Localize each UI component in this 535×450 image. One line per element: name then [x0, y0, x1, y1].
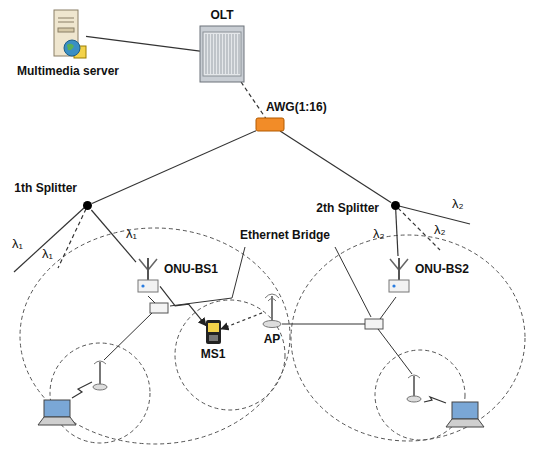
ethernet-wire [104, 313, 152, 360]
awg-box-shape [256, 118, 284, 131]
ethernet-wire [378, 329, 412, 374]
node-label-wrap: MS1 [201, 347, 226, 362]
label-wrap: λ₂ [452, 196, 464, 211]
wavelength-label: λ₂ [452, 196, 464, 211]
olt-chassis-shape [200, 26, 244, 82]
link-connector [396, 210, 398, 256]
wireless-link [72, 382, 92, 398]
access-point-icon [407, 375, 421, 402]
node-label: AP [264, 332, 281, 347]
leader-line [170, 247, 245, 306]
link-connector [241, 82, 266, 118]
link-connector [86, 36, 200, 51]
wavelength-label: λ₂ [373, 226, 385, 241]
ethernet-wire [148, 296, 155, 303]
mobile-station-shape [206, 320, 221, 344]
wavelength-label: λ₁ [12, 236, 23, 251]
node-label-wrap: AWG(1:16) [266, 100, 327, 115]
base-station-shape [387, 256, 411, 296]
access-point-shape [262, 290, 282, 328]
node-label: MS1 [201, 347, 226, 362]
splitter-dot-shape [83, 201, 92, 210]
base-station: ONU-BS2 [387, 256, 411, 296]
access-point: AP [262, 290, 282, 328]
ethernet-wire [380, 297, 396, 319]
label-wrap: λ₁ [12, 236, 23, 251]
node-label: OLT [210, 8, 233, 23]
wavelength-label: λ₁ [126, 226, 137, 241]
fiber-line [398, 208, 440, 250]
node-label-wrap: ONU-BS2 [415, 262, 469, 277]
node-label-wrap: OLT [210, 8, 233, 23]
server-icon-shape [50, 8, 86, 60]
label-wrap: λ₂ [373, 226, 385, 241]
link-connector [91, 210, 136, 262]
node-label-wrap: 1th Splitter [14, 181, 77, 196]
fiber-line [58, 209, 86, 268]
cell-boundary [20, 228, 290, 444]
base-station-shape [136, 256, 160, 296]
fiber-line [14, 207, 85, 272]
wavelength-label: λ₁ [42, 246, 53, 261]
node-label: 1th Splitter [14, 181, 77, 196]
awg-box: AWG(1:16) [256, 118, 284, 131]
link-connector [221, 313, 262, 329]
mobile-station: MS1 [206, 320, 221, 344]
wireless-link [424, 397, 446, 403]
node-label: 2th Splitter [316, 201, 379, 216]
cell-boundary [291, 235, 525, 441]
link-connector [92, 131, 256, 204]
node-label-wrap: ONU-BS1 [164, 262, 218, 277]
ethernet-bridge-label: Ethernet Bridge [240, 228, 330, 243]
leader-line [335, 247, 371, 317]
label-wrap: λ₁ [126, 226, 137, 241]
wlan-boundary [175, 300, 285, 410]
splitter-dot-shape [391, 201, 400, 210]
ethernet-bridge [365, 319, 383, 329]
server-icon: Multimedia server [50, 8, 86, 60]
access-point-icon [93, 361, 107, 390]
splitter-dot: 2th Splitter [391, 201, 400, 210]
olt-chassis: OLT [200, 26, 244, 82]
wlan-boundary [50, 343, 150, 443]
node-label: ONU-BS1 [164, 262, 218, 277]
node-label: AWG(1:16) [266, 100, 327, 115]
label-wrap: Ethernet Bridge [240, 228, 330, 243]
ethernet-wire [282, 324, 365, 325]
node-label: Multimedia server [17, 64, 119, 79]
node-label-wrap: 2th Splitter [316, 201, 379, 216]
node-label-wrap: Multimedia server [17, 64, 119, 79]
wavelength-label: λ₂ [434, 222, 446, 237]
splitter-dot: 1th Splitter [83, 201, 92, 210]
link-connector [160, 286, 206, 325]
base-station: ONU-BS1 [136, 256, 160, 296]
link-connector [280, 131, 391, 203]
ethernet-bridge [150, 303, 168, 313]
label-wrap: λ₁ [42, 246, 53, 261]
node-label: ONU-BS2 [415, 262, 469, 277]
node-label-wrap: AP [264, 332, 281, 347]
laptop-icon [446, 402, 484, 427]
label-wrap: λ₂ [434, 222, 446, 237]
laptop-icon [38, 400, 76, 425]
